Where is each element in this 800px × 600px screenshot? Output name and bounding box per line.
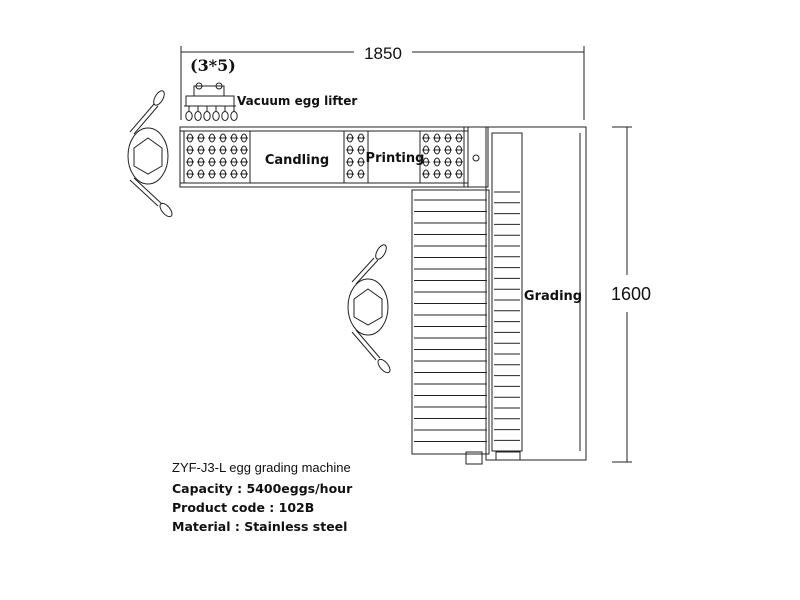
operator-figure-2	[347, 244, 391, 374]
vacuum-egg-lifter	[184, 82, 238, 121]
width-dimension-label: 1850	[364, 44, 402, 63]
suction-cup	[203, 111, 211, 121]
transfer-bridge	[463, 126, 489, 188]
suction-cup	[212, 111, 220, 121]
lifter-name-label: Vacuum egg lifter	[237, 94, 357, 108]
machine-model: ZYF-J3-L egg grading machine	[172, 460, 351, 475]
material-spec: Material : Stainless steel	[172, 519, 348, 534]
capacity-spec: Capacity : 5400eggs/hour	[172, 481, 353, 496]
height-dimension-line	[612, 126, 632, 463]
grading-conveyor	[411, 126, 587, 465]
width-dimension-line	[180, 46, 585, 120]
operator-figure-1	[127, 90, 173, 218]
suction-cup	[185, 111, 193, 121]
candling-label: Candling	[265, 153, 329, 168]
loading-conveyor	[179, 126, 469, 188]
lifter-config-label: (3*5)	[190, 56, 236, 75]
suction-cup	[221, 111, 229, 121]
suction-cup	[194, 111, 202, 121]
grading-label: Grading	[524, 289, 582, 304]
height-dimension-label: 1600	[611, 284, 651, 304]
printing-label: Printing	[366, 151, 425, 166]
suction-cup	[230, 111, 238, 121]
product-code-spec: Product code : 102B	[172, 500, 315, 515]
